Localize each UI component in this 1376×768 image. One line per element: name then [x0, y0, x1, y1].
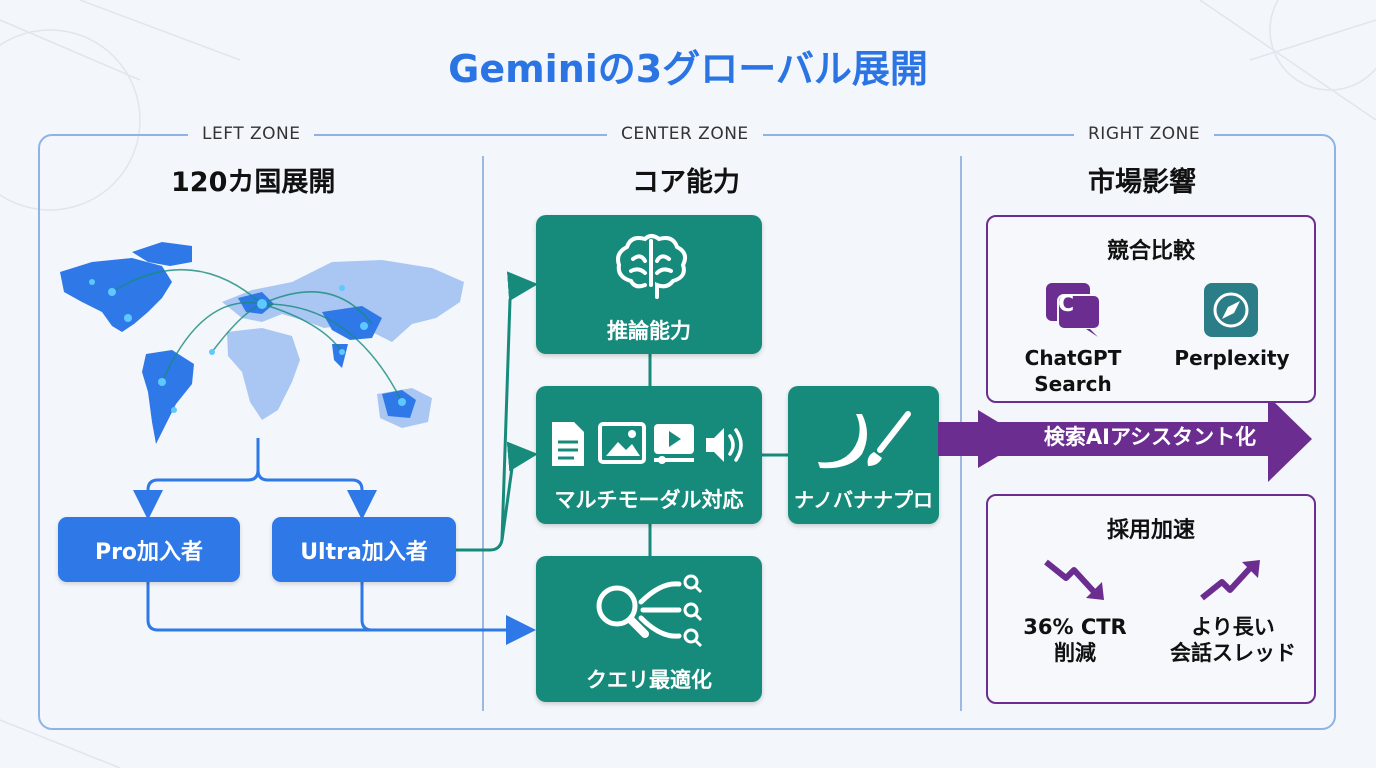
banana-brush-icon [818, 411, 911, 469]
left-zone-title: 120カ国展開 [171, 167, 336, 198]
document-icon [552, 422, 584, 466]
trend-down-icon [1044, 559, 1104, 600]
perplexity-label: Perplexity [1174, 346, 1290, 370]
brain-icon [616, 234, 687, 299]
page-title: Geminiの3グローバル展開 [448, 47, 928, 91]
center-zone-title: コア能力 [632, 167, 740, 198]
multimodal-label: マルチモーダル対応 [554, 488, 744, 512]
multimodal-card[interactable]: マルチモーダル対応 [536, 386, 762, 524]
search-ai-assistant-arrow [938, 396, 1312, 482]
center-zone-label: CENTER ZONE [607, 124, 763, 144]
multimodal-icons [552, 422, 743, 466]
pro-subscribers-button[interactable]: Pro加入者 [58, 517, 240, 582]
chatgpt-icon: C [1046, 283, 1101, 337]
query-optimization-label: クエリ最適化 [586, 668, 712, 692]
image-icon [598, 422, 646, 464]
right-zone-label: RIGHT ZONE [1074, 124, 1215, 144]
chatgpt-search-label: ChatGPT Search [1024, 346, 1122, 396]
search-expand-icon [596, 574, 703, 648]
nano-banana-pro-label: ナノバナナプロ [794, 488, 933, 512]
svg-text:C: C [1058, 292, 1074, 317]
reasoning-label: 推論能力 [607, 319, 691, 343]
trend-up-icon [1200, 560, 1260, 601]
longer-threads-label: より長い 会話スレッド [1170, 615, 1296, 665]
zone-divider-left [482, 156, 484, 711]
reasoning-card[interactable]: 推論能力 [536, 215, 762, 354]
competition-box: 競合比較 C ChatGPT Search Perplexity [986, 215, 1316, 403]
compass-icon [1204, 283, 1258, 337]
left-zone-label: LEFT ZONE [188, 124, 315, 144]
right-zone-title: 市場影響 [1088, 167, 1196, 198]
ultra-subscribers-button[interactable]: Ultra加入者 [272, 517, 456, 582]
world-map [60, 242, 464, 444]
search-ai-assistant-label: 検索AIアシスタント化 [1043, 425, 1257, 449]
competition-title: 競合比較 [1106, 239, 1195, 264]
audio-icon [706, 428, 724, 462]
adoption-title: 採用加速 [1106, 518, 1195, 543]
ctr-reduction-label: 36% CTR 削減 [1023, 615, 1127, 665]
query-optimization-card[interactable]: クエリ最適化 [536, 556, 762, 702]
adoption-box: 採用加速 36% CTR 削減 より長い 会話スレッド [986, 494, 1316, 704]
nano-banana-pro-card[interactable]: ナノバナナプロ [788, 386, 939, 524]
